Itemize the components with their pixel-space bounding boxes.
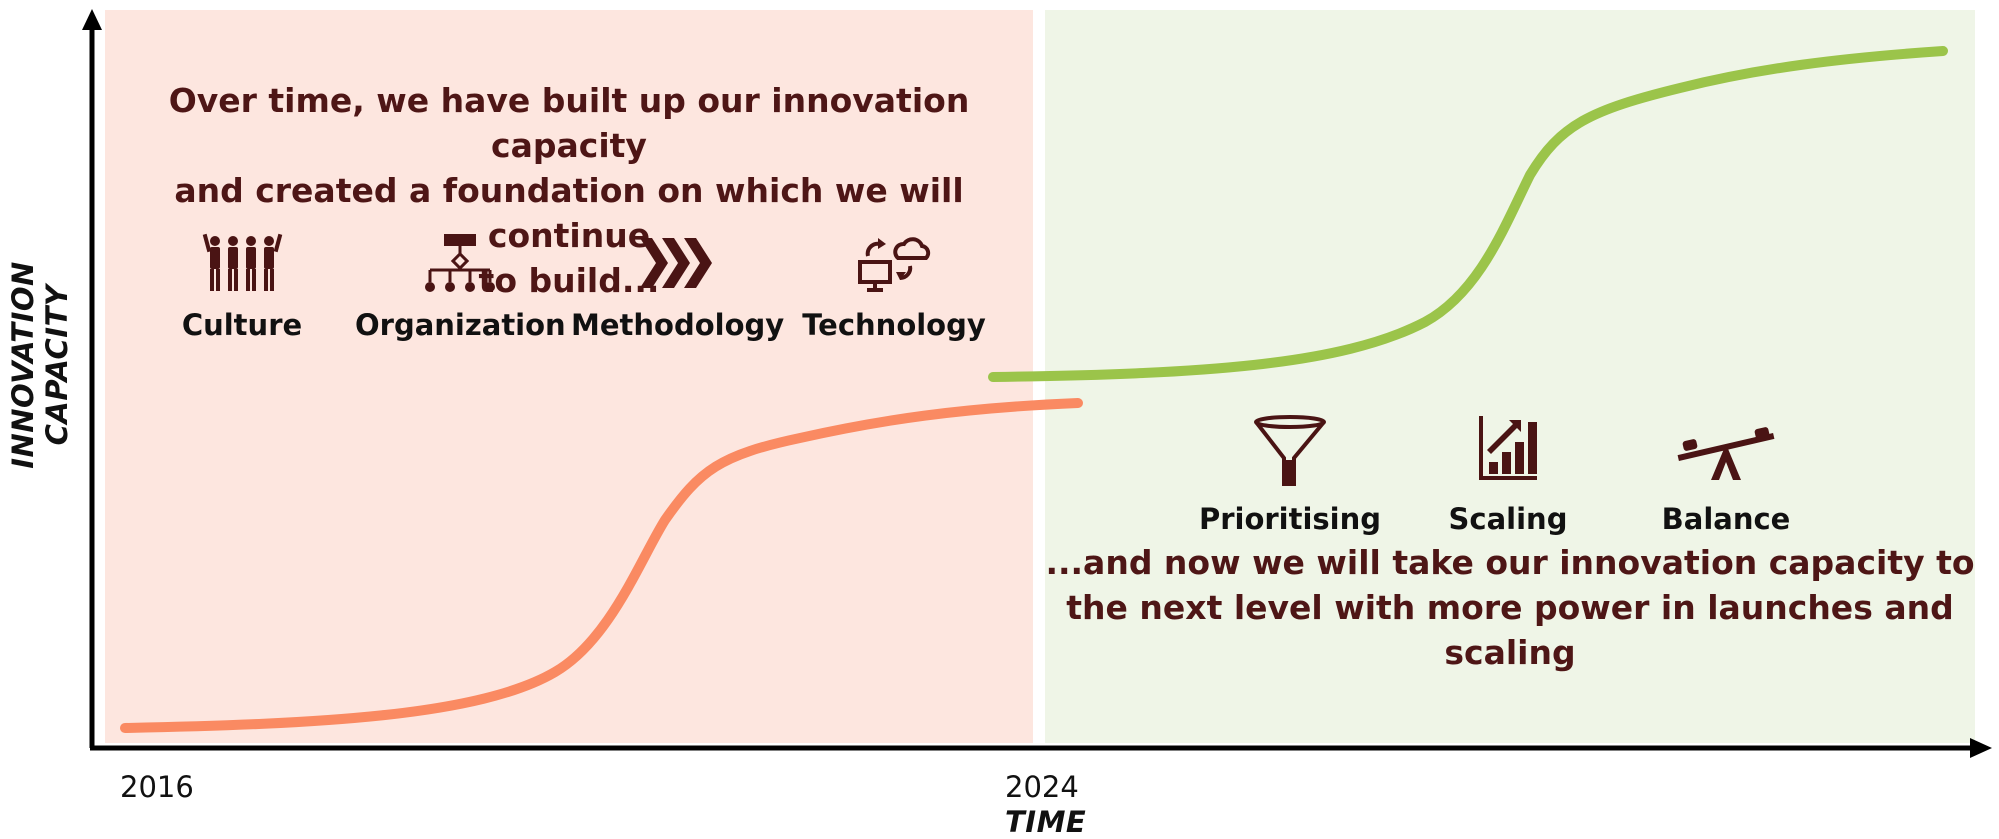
- past-heading: Over time, we have built up our innovati…: [105, 78, 1033, 303]
- pillar-methodology: Methodology: [571, 232, 785, 342]
- lever-prioritising: Prioritising: [1185, 414, 1395, 536]
- future-s-curve: [988, 46, 1948, 382]
- past-s-curve: [120, 398, 1083, 733]
- x-tick-2016: 2016: [120, 770, 194, 804]
- pillar-label: Culture: [181, 308, 303, 342]
- future-panel: [1045, 10, 1975, 743]
- pillar-technology: Technology: [789, 232, 999, 342]
- org-chart-icon: [425, 234, 495, 292]
- y-axis-title: INNOVATION CAPACITY: [6, 205, 74, 525]
- x-axis-title: TIME: [1005, 805, 1087, 839]
- lever-label: Prioritising: [1198, 502, 1382, 536]
- future-heading-line: scaling: [1444, 633, 1576, 672]
- growth-chart-icon: [1479, 416, 1537, 480]
- lever-balance: Balance: [1621, 414, 1831, 536]
- past-heading-line: and created a foundation on which we wil…: [174, 171, 964, 255]
- y-axis-title-line: CAPACITY: [40, 284, 74, 446]
- pillar-label: Organization: [355, 308, 566, 342]
- y-axis-title-line: INNOVATION: [6, 261, 40, 469]
- pillar-culture: Culture: [137, 232, 347, 342]
- x-tick-2024: 2024: [1005, 770, 1079, 804]
- people-group-icon: [202, 233, 283, 291]
- lever-label: Scaling: [1448, 502, 1568, 536]
- chevrons-icon: [640, 238, 712, 288]
- past-heading-line: to build...: [478, 261, 660, 300]
- pillar-label: Methodology: [571, 308, 785, 342]
- lever-scaling: Scaling: [1403, 414, 1613, 536]
- future-heading-line: the next level with more power in launch…: [1066, 588, 1954, 627]
- lever-label: Balance: [1661, 502, 1791, 536]
- seesaw-icon: [1677, 427, 1775, 480]
- y-axis-arrowhead: [82, 9, 102, 30]
- future-heading: ...and now we will take our innovation c…: [1045, 540, 1975, 675]
- computer-cloud-icon: [858, 237, 931, 292]
- future-heading-line: ...and now we will take our innovation c…: [1045, 543, 1975, 582]
- past-panel: [105, 10, 1033, 743]
- past-heading-line: Over time, we have built up our innovati…: [168, 81, 970, 165]
- funnel-icon: [1254, 415, 1326, 486]
- x-axis-arrowhead: [1970, 738, 1992, 758]
- pillar-label: Technology: [802, 308, 986, 342]
- pillar-organization: Organization: [355, 232, 566, 342]
